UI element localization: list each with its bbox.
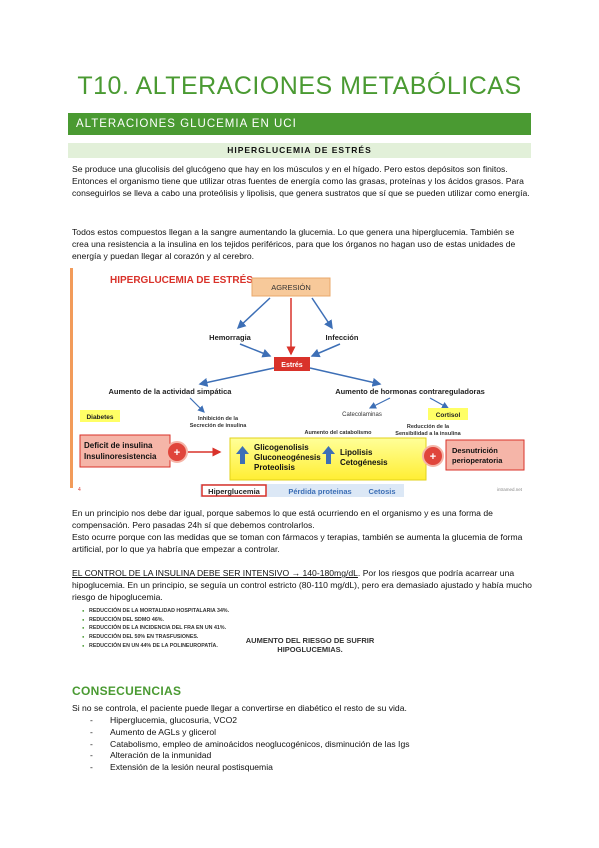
consecuencias-list: Hiperglucemia, glucosuria, VCO2 Aumento … [90, 715, 410, 774]
contrareg-label: Aumento de hormonas contrareguladoras [335, 387, 485, 396]
figure-left-accent [70, 268, 73, 488]
up-arrow-left-icon [236, 446, 249, 464]
consecuencias-intro: Si no se controla, el paciente puede lle… [72, 703, 407, 713]
inhibicion-label-2: Secreción de insulina [190, 423, 247, 429]
inhibicion-label-1: Inhibición de la [198, 416, 239, 422]
paragraph-glucolisis: Se produce una glucolisis del glucógeno … [72, 164, 530, 198]
estres-box [274, 357, 310, 371]
page-title: T10. ALTERACIONES METABÓLICAS [77, 72, 522, 100]
diabetes-label: Diabetes [86, 414, 113, 421]
cortisol-label: Cortisol [436, 412, 461, 419]
cortisol-box [428, 408, 468, 420]
glicogenolisis-label: Glicogenolisis [254, 443, 309, 452]
desnutricion-box [445, 439, 525, 471]
diabetes-box [80, 410, 120, 422]
figure-credit: intramed.net [497, 487, 523, 492]
up-arrow-right-icon [322, 446, 335, 464]
consecuencias-heading: CONSECUENCIAS [72, 684, 182, 698]
figure-page-number: 4 [78, 487, 81, 493]
catecolaminas-label: Catecolaminas [342, 412, 382, 418]
section-header: ALTERACIONES GLUCEMIA EN UCI [68, 113, 531, 135]
benefits-list: REDUCCIÓN DE LA MORTALIDAD HOSPITALARIA … [82, 608, 232, 652]
perdida-label: Pérdida proteinas [288, 487, 351, 496]
agresion-label: AGRESIÓN [271, 283, 311, 292]
consecuencia-item: Extensión de la lesión neural postisquem… [90, 762, 410, 774]
reduccion-label-1: Reducción de la [407, 424, 450, 430]
benefit-item: REDUCCIÓN DE LA INCIDENCIA DEL FRA EN UN… [82, 625, 232, 631]
simpatica-label: Aumento de la actividad simpática [109, 387, 233, 396]
gluconeogenesis-label: Gluconeogénesis [254, 453, 321, 462]
infeccion-label: Infección [326, 333, 359, 342]
consecuencia-item: Alteración de la inmunidad [90, 750, 410, 762]
consecuencia-item: Catabolismo, empleo de aminoácidos neogl… [90, 739, 410, 751]
deficit-label-2: Insulinoresistencia [84, 452, 157, 461]
consecuencia-item: Hiperglucemia, glucosuria, VCO2 [90, 715, 410, 727]
benefit-item: REDUCCIÓN DE LA MORTALIDAD HOSPITALARIA … [82, 608, 232, 614]
paragraph-compensacion: En un principio nos debe dar igual, porq… [72, 508, 493, 530]
desnutricion-label-1: Desnutrición [452, 446, 498, 455]
estres-label: Estrés [281, 362, 303, 369]
paragraph-medidas: Esto ocurre porque con las medidas que s… [72, 532, 523, 554]
paragraph-control-insulina: EL CONTROL DE LA INSULINA DEBE SER INTEN… [72, 567, 532, 603]
proteolisis-label: Proteolisis [254, 463, 295, 472]
control-insulina-underlined: EL CONTROL DE LA INSULINA DEBE SER INTEN… [72, 568, 358, 578]
desnutricion-label-2: perioperatoria [452, 456, 503, 465]
hiperglucemia-label: Hiperglucemia [208, 487, 261, 496]
benefit-item: REDUCCIÓN DEL 50% EN TRASFUSIONES. [82, 634, 232, 640]
deficit-box [79, 434, 171, 468]
catabolismo-label: Aumento del catabolismo [305, 430, 373, 436]
cetogenesis-label: Cetogénesis [340, 458, 388, 467]
reduccion-label-2: Sensibilidad a la insulina [395, 431, 461, 437]
subheading: HIPERGLUCEMIA DE ESTRÉS [68, 143, 531, 158]
lipolisis-label: Lipolisis [340, 448, 373, 457]
hiperglucemia-box [201, 484, 267, 497]
risk-label: AUMENTO DEL RIESGO DE SUFRIR HIPOGLUCEMI… [245, 636, 375, 654]
paragraph-compuestos: Todos estos compuestos llegan a la sangr… [72, 227, 516, 261]
figure-title: HIPERGLUCEMIA DE ESTRÉS [110, 273, 253, 286]
deficit-label-1: Deficit de insulina [84, 441, 153, 450]
benefit-item: REDUCCIÓN EN UN 44% DE LA POLINEUROPATÍA… [82, 643, 232, 649]
control-insulina-rest: . Por los riesgos que podría acarrear un… [72, 568, 532, 602]
stress-hyperglycemia-diagram: HIPERGLUCEMIA DE ESTRÉS AGRESIÓN Hemorra… [70, 268, 532, 500]
plus-left-label: + [174, 447, 180, 459]
cetosis-label: Cetosis [368, 487, 395, 496]
plus-right-icon [422, 445, 444, 467]
plus-right-label: + [430, 451, 436, 463]
plus-left-icon [166, 441, 188, 463]
agresion-box [251, 277, 331, 297]
consecuencia-item: Aumento de AGLs y glicerol [90, 727, 410, 739]
benefit-item: REDUCCIÓN DEL SDMO 46%. [82, 617, 232, 623]
hemorragia-label: Hemorragia [209, 333, 252, 342]
